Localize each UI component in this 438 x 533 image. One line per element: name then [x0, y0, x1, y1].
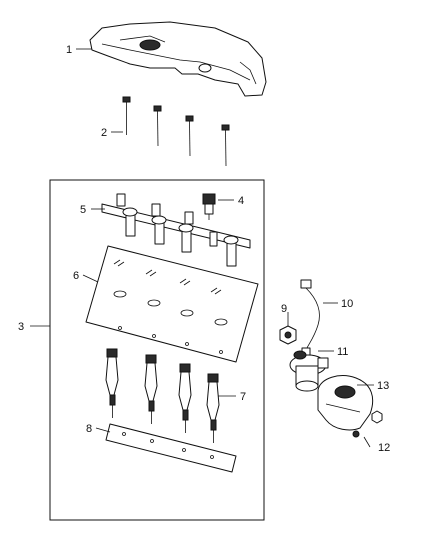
callout-1: 1 [66, 44, 72, 56]
callout-13: 13 [377, 380, 389, 392]
bolts-part [122, 96, 230, 167]
callout-8: 8 [86, 423, 92, 435]
callout-4: 4 [238, 195, 244, 207]
injector-1 [105, 348, 119, 418]
pressure-sensor-part [202, 193, 216, 220]
pump-housing-part [317, 375, 374, 431]
small-nuts-part [352, 410, 383, 438]
injector-2 [144, 354, 158, 424]
bolt-2 [153, 105, 162, 147]
injector-4 [206, 373, 220, 443]
callout-2: 2 [101, 127, 107, 139]
callout-5: 5 [80, 204, 86, 216]
injector-3 [178, 363, 192, 433]
callout-3: 3 [18, 321, 24, 333]
fuel-rail-part [101, 193, 251, 267]
assembly-box [49, 179, 265, 521]
callout-7: 7 [240, 391, 246, 403]
bolt-4 [221, 124, 230, 167]
insulator-plate-part [85, 245, 259, 363]
fuel-injectors-part [105, 348, 220, 443]
callout-9: 9 [281, 303, 287, 315]
engine-cover-part [89, 21, 267, 97]
wire-harness-part [300, 279, 320, 357]
fuel-pump-part [289, 350, 329, 392]
bolt-1 [122, 96, 131, 135]
bolt-3 [185, 115, 194, 157]
seal-strip-part [105, 423, 237, 473]
callout-11: 11 [337, 346, 348, 358]
nut-part [279, 325, 297, 345]
callout-12: 12 [378, 442, 390, 454]
leader-lines [30, 48, 374, 448]
callout-6: 6 [73, 270, 79, 282]
callout-10: 10 [341, 298, 353, 310]
callout-labels: 1 2 3 4 5 6 7 8 9 10 11 12 13 [18, 44, 390, 454]
